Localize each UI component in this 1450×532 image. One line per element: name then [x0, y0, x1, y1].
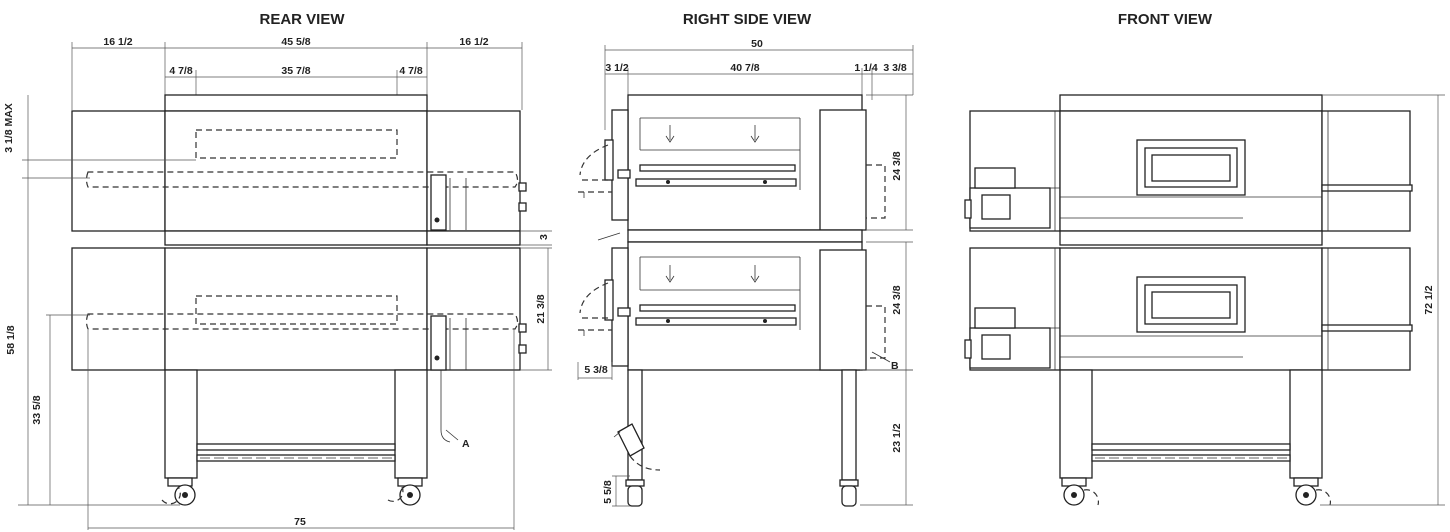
side-dim-caster: 5 5/8 — [602, 480, 614, 504]
rear-dim-conveyor-height: 33 5/8 — [31, 395, 43, 424]
rear-dim-overall-height: 58 1/8 — [5, 325, 17, 354]
rear-dim-left-ext: 16 1/2 — [103, 36, 132, 48]
rear-dim-max-height: 3 1/8 MAX — [3, 103, 15, 153]
rear-view-title: REAR VIEW — [259, 11, 345, 28]
side-dim-leg-height: 23 1/2 — [891, 423, 903, 452]
front-view: 72 1/2 — [964, 94, 1445, 506]
side-dim-rear-b: 3 3/8 — [883, 62, 907, 74]
front-dim-overall-height: 72 1/2 — [1423, 285, 1435, 314]
side-dim-base-left: 5 3/8 — [584, 364, 608, 376]
front-view-title: FRONT VIEW — [1118, 11, 1213, 28]
rear-view: 16 1/2 45 5/8 16 1/2 4 7/8 35 7/8 4 7/8 … — [3, 36, 552, 530]
side-dim-depth: 40 7/8 — [730, 62, 759, 74]
rear-dim-gap: 3 — [538, 234, 550, 240]
rear-callout-a: A — [462, 438, 470, 450]
rear-dim-inner-width: 35 7/8 — [281, 65, 310, 77]
side-callout-b: B — [891, 360, 899, 372]
rear-dim-inset-left: 4 7/8 — [169, 65, 193, 77]
rear-dim-body-width: 45 5/8 — [281, 36, 310, 48]
side-dim-upper-height: 24 3/8 — [891, 151, 903, 180]
side-dim-front-ext: 3 1/2 — [605, 62, 629, 74]
side-view: 50 3 1/2 40 7/8 1 1/4 3 3/8 — [577, 38, 914, 507]
side-dim-overall: 50 — [751, 38, 763, 50]
rear-dim-side-height: 21 3/8 — [535, 294, 547, 323]
side-dim-rear-a: 1 1/4 — [854, 62, 878, 74]
rear-dim-inset-right: 4 7/8 — [399, 65, 423, 77]
rear-dim-right-ext: 16 1/2 — [459, 36, 488, 48]
rear-dim-overall-width: 75 — [294, 516, 306, 528]
side-dim-lower-height: 24 3/8 — [891, 285, 903, 314]
side-view-title: RIGHT SIDE VIEW — [683, 11, 812, 28]
